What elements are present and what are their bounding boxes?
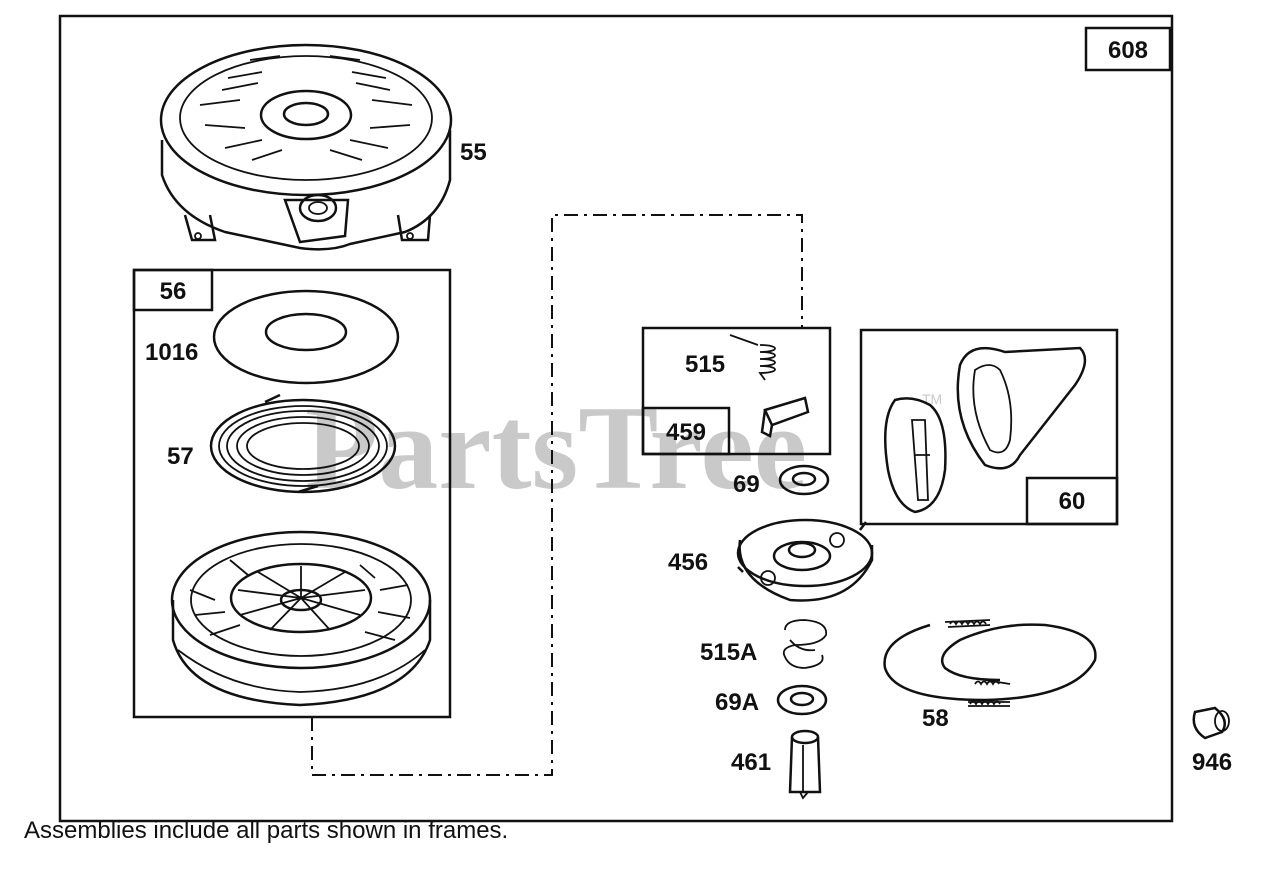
part-label-57[interactable]: 57	[167, 443, 194, 470]
part-label-69a[interactable]: 69A	[715, 689, 759, 716]
part-label-456[interactable]: 456	[668, 549, 708, 576]
frame-label-459[interactable]: 459	[666, 419, 706, 446]
washer-1016-drawing[interactable]	[212, 289, 400, 385]
retainer-456-drawing[interactable]	[736, 518, 874, 602]
pawl-assembly-frame	[641, 326, 832, 456]
housing-drawing[interactable]	[159, 43, 453, 251]
part-label-461[interactable]: 461	[731, 749, 771, 776]
spring-515-drawing[interactable]	[729, 334, 776, 381]
washer-69a-drawing[interactable]	[776, 684, 828, 716]
pawl-drawing[interactable]	[760, 396, 810, 438]
part-label-1016[interactable]: 1016	[145, 339, 198, 366]
spring-515a-drawing[interactable]	[782, 619, 828, 669]
watermark-text: PartsTree	[305, 381, 807, 514]
part-label-515a[interactable]: 515A	[700, 639, 757, 666]
pawl-assembly-box	[641, 406, 731, 456]
part-label-515[interactable]: 515	[685, 351, 725, 378]
handle-assembly-box	[1025, 476, 1119, 526]
pulley-drawing[interactable]	[170, 530, 432, 707]
handle-drawing[interactable]	[883, 346, 1087, 514]
pin-461-drawing[interactable]	[788, 729, 822, 800]
assembly-frame	[58, 14, 1174, 823]
part-label-69[interactable]: 69	[733, 471, 760, 498]
part-label-55[interactable]: 55	[460, 139, 487, 166]
assembly-number-box	[1084, 26, 1172, 72]
bushing-946-drawing[interactable]	[1192, 706, 1230, 740]
spring-57-drawing[interactable]	[209, 393, 397, 494]
frame-label-56[interactable]: 56	[160, 278, 187, 305]
part-label-58[interactable]: 58	[922, 705, 949, 732]
rewind-assembly-box	[132, 268, 214, 312]
part-label-946[interactable]: 946	[1192, 749, 1232, 776]
rope-58-drawing[interactable]	[883, 619, 1097, 707]
handle-assembly-frame	[859, 328, 1119, 526]
frame-label-60[interactable]: 60	[1059, 488, 1086, 515]
watermark-trademark: TM	[922, 391, 942, 407]
rewind-assembly-frame	[132, 268, 452, 719]
assemblies-note: Assemblies include all parts shown in fr…	[24, 817, 509, 844]
assembly-number-label[interactable]: 608	[1108, 37, 1148, 64]
washer-69-drawing[interactable]	[778, 464, 830, 496]
